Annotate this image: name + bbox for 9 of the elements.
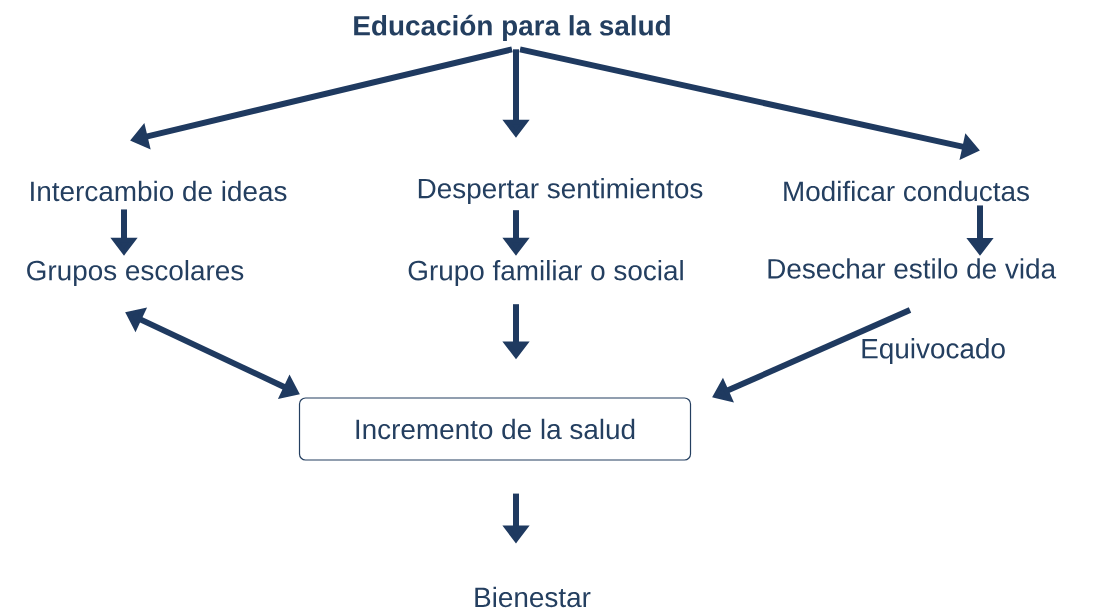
text-label: Grupo familiar o social — [408, 260, 683, 286]
text-label: Desechar estilo de vida Equivocado — [768, 258, 1057, 365]
text-label: Intercambio de ideas — [31, 180, 287, 202]
text-label: Grupos escolares — [27, 260, 244, 286]
text-label: Modificar conductas — [784, 180, 1029, 202]
heading: Educación para la salud — [354, 14, 670, 42]
rounded-box: Incremento de la salud — [298, 397, 692, 461]
text-label: Bienestar — [475, 586, 591, 608]
text-label: Despertar sentimientos — [418, 178, 703, 204]
